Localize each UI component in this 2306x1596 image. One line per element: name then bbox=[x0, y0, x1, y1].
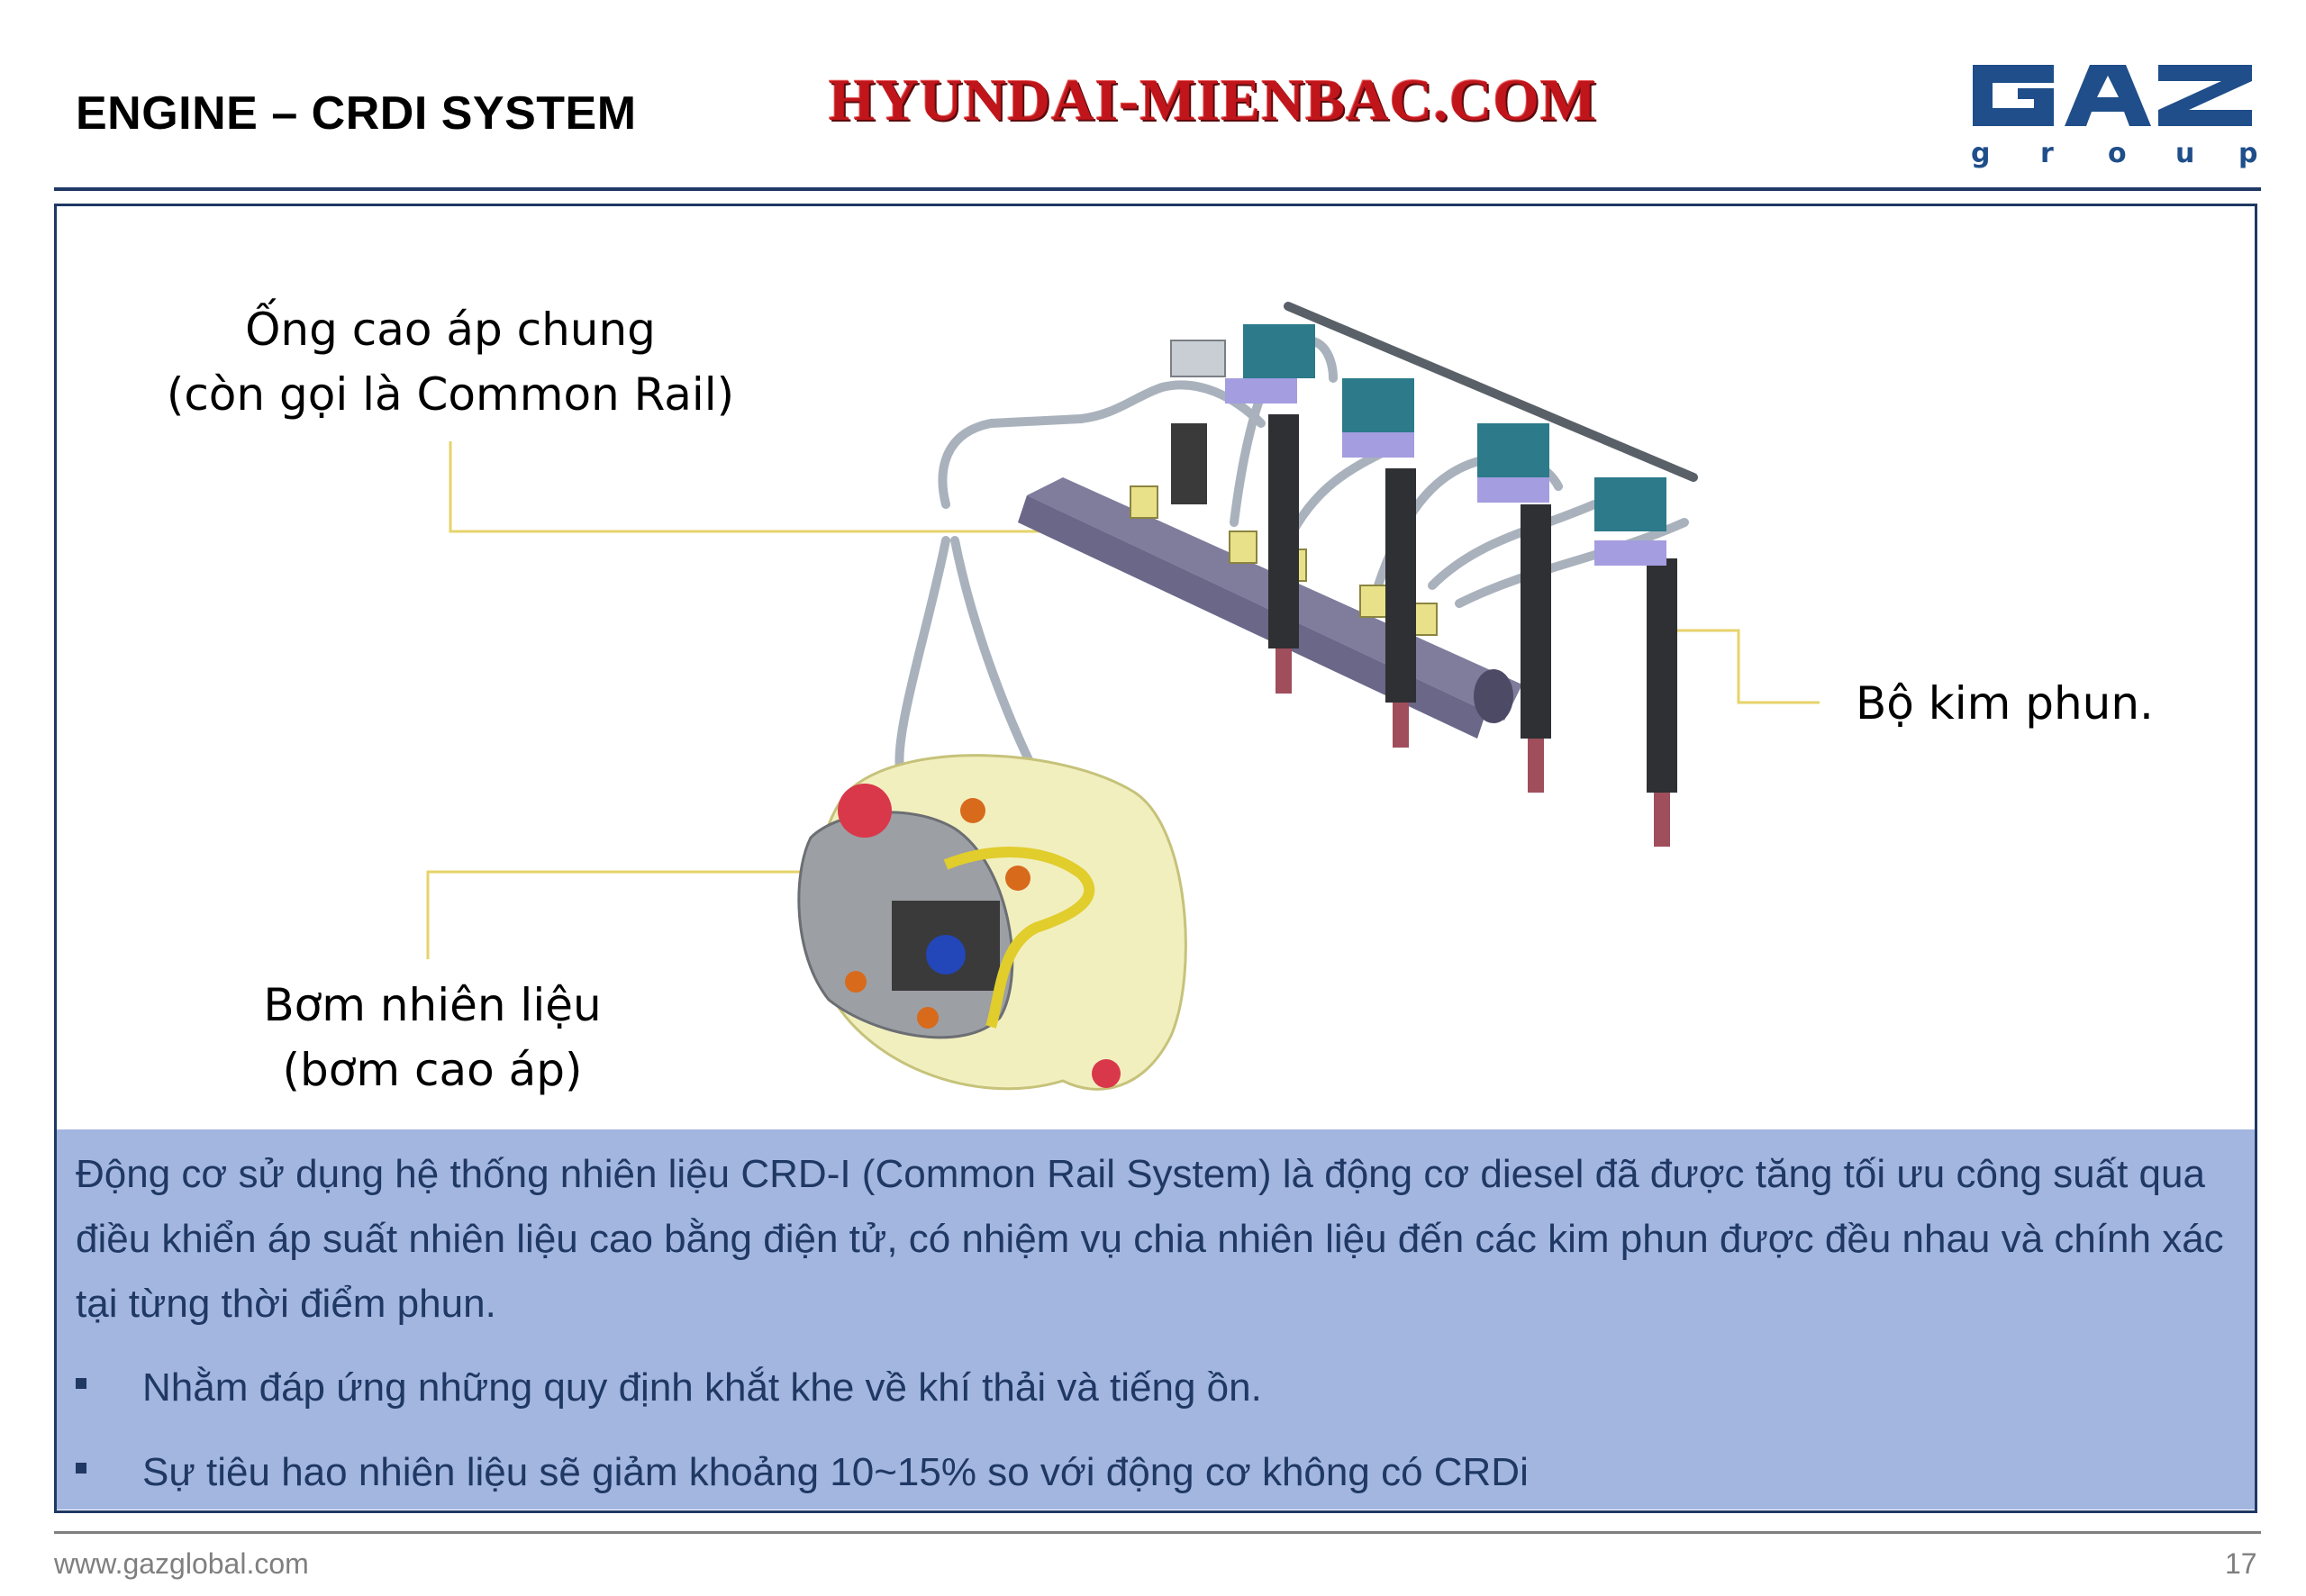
callout-fuel-pump: Bơm nhiên liệu (bơm cao áp) bbox=[207, 973, 658, 1102]
svg-text:p: p bbox=[2238, 138, 2257, 169]
callout-rail-line1: Ống cao áp chung bbox=[245, 304, 656, 356]
description-panel bbox=[57, 1129, 2255, 1510]
leader-lines bbox=[426, 441, 1820, 959]
description-paragraph: Động cơ sử dụng hệ thống nhiên liệu CRD-… bbox=[76, 1152, 2224, 1326]
bullet-text: Nhằm đáp ứng những quy định khắt khe về … bbox=[142, 1365, 1262, 1410]
callout-common-rail: Ống cao áp chung (còn gọi là Common Rail… bbox=[135, 297, 766, 427]
injectors bbox=[1170, 324, 1677, 847]
injector-2 bbox=[1342, 378, 1416, 748]
svg-text:r: r bbox=[2040, 138, 2054, 169]
return-rail bbox=[1284, 302, 1698, 482]
callout-injectors: Bộ kim phun. bbox=[1856, 677, 2154, 730]
callout-rail-line2: (còn gọi là Common Rail) bbox=[166, 368, 735, 421]
callout-pump-line1: Bơm nhiên liệu bbox=[263, 979, 602, 1031]
content-frame bbox=[54, 204, 2257, 1513]
slide-title: ENGINE – CRDI SYSTEM bbox=[76, 87, 637, 140]
page-number: 17 bbox=[2225, 1547, 2257, 1580]
callout-pump-line2: (bơm cao áp) bbox=[282, 1044, 583, 1096]
watermark-text: HYUNDAI-MIENBAC.COM bbox=[829, 68, 1598, 133]
leader-injector bbox=[1666, 629, 1820, 704]
gaz-group-logo: g r o u p bbox=[1971, 65, 2257, 169]
leader-rail bbox=[449, 441, 1081, 533]
high-pressure-pump bbox=[797, 754, 1187, 1091]
injector-3 bbox=[1477, 423, 1551, 793]
pump-fittings bbox=[845, 798, 1030, 1029]
footer-url: www.gazglobal.com bbox=[54, 1547, 309, 1580]
pressure-sensor bbox=[1171, 423, 1207, 504]
injector-1 bbox=[1225, 324, 1315, 694]
injector-4 bbox=[1594, 477, 1677, 847]
svg-text:u: u bbox=[2175, 138, 2194, 169]
bullet-item: Nhằm đáp ứng những quy định khắt khe về … bbox=[76, 1365, 2147, 1419]
footer-divider bbox=[54, 1531, 2261, 1534]
header-divider bbox=[54, 187, 2261, 191]
bullet-item: Sự tiêu hao nhiên liệu sẽ giảm khoảng 10… bbox=[76, 1450, 2147, 1504]
connector-plug bbox=[1170, 340, 1226, 377]
bullet-square-icon bbox=[76, 1378, 86, 1389]
bullet-square-icon bbox=[76, 1463, 86, 1474]
gaz-logo-word bbox=[1973, 65, 2252, 126]
leader-pump bbox=[426, 870, 865, 959]
svg-text:g: g bbox=[1971, 138, 1990, 169]
svg-text:o: o bbox=[2108, 138, 2127, 169]
bullet-text: Sự tiêu hao nhiên liệu sẽ giảm khoảng 10… bbox=[142, 1450, 1529, 1494]
gaz-logo-sub: g r o u p bbox=[1971, 138, 2257, 169]
